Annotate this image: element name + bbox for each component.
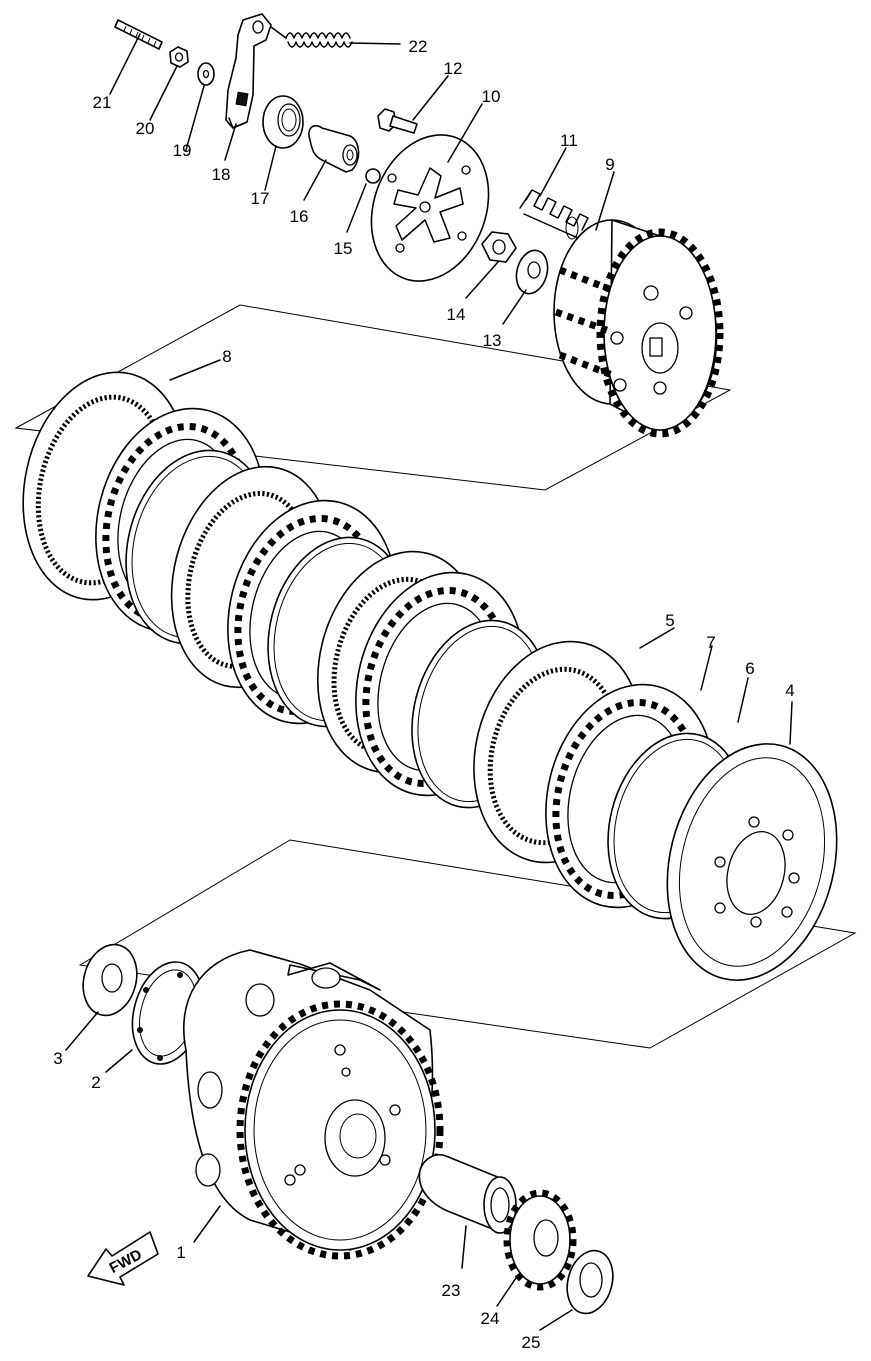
- callout-5: 5: [665, 611, 674, 630]
- callout-12: 12: [444, 59, 463, 78]
- callout-6: 6: [745, 659, 754, 678]
- callout-10: 10: [482, 87, 501, 106]
- lower-assembly-box: [78, 839, 857, 1049]
- callout-22: 22: [409, 37, 428, 56]
- callout-8: 8: [222, 347, 231, 366]
- callout-7: 7: [706, 633, 715, 652]
- callout-18: 18: [212, 165, 231, 184]
- leader-lines: [65, 33, 793, 1331]
- part-12-bolt: [377, 108, 418, 134]
- callout-9: 9: [605, 155, 614, 174]
- part-16-push-lever-shaft: [308, 124, 360, 173]
- part-22-return-spring: [270, 26, 353, 48]
- forward-arrow-icon: FWD: [87, 1231, 159, 1286]
- part-23-spacer: [418, 1154, 517, 1234]
- callout-14: 14: [447, 305, 466, 324]
- callout-16: 16: [290, 207, 309, 226]
- callout-19: 19: [173, 141, 192, 160]
- upper-assembly-box: [14, 304, 732, 491]
- part-21-adjusting-screw: [114, 19, 163, 50]
- part-11-clutch-spring: [519, 189, 589, 240]
- part-14-nut: [481, 231, 517, 263]
- part-20-locknut: [169, 46, 189, 68]
- callout-24: 24: [481, 1309, 500, 1328]
- part-13-lock-washer: [515, 249, 549, 295]
- callout-4: 4: [785, 681, 794, 700]
- part-10-pressure-plate: [370, 134, 490, 282]
- part-3-thrust-washer: [82, 943, 138, 1017]
- part-18-push-lever: [225, 13, 272, 129]
- callout-2: 2: [91, 1073, 100, 1092]
- callout-23: 23: [442, 1281, 461, 1300]
- part-24-pinion-gear: [503, 1189, 577, 1291]
- callout-25: 25: [522, 1333, 541, 1352]
- part-4-clutch-plate-damper: [666, 743, 838, 981]
- callout-20: 20: [136, 119, 155, 138]
- callout-1: 1: [176, 1243, 185, 1262]
- part-19-washer: [197, 62, 215, 86]
- callout-21: 21: [93, 93, 112, 112]
- callout-3: 3: [53, 1049, 62, 1068]
- part-15-steel-ball: [365, 168, 381, 184]
- part-25-washer: [566, 1249, 614, 1315]
- part-9-clutch-boss: [553, 219, 724, 438]
- part-1-primary-driven-gear: [182, 949, 444, 1260]
- callout-11: 11: [560, 131, 578, 150]
- callout-13: 13: [483, 331, 502, 350]
- callout-15: 15: [334, 239, 353, 258]
- part-17-oil-seal: [262, 95, 304, 149]
- callout-17: 17: [251, 189, 270, 208]
